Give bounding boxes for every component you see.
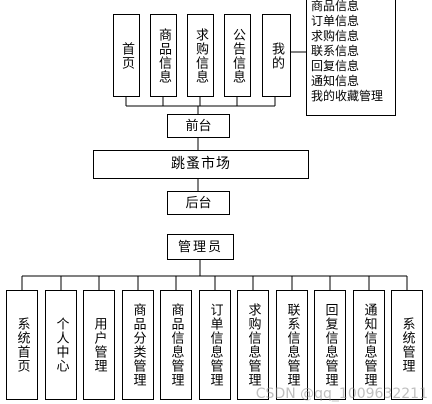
mine-item: 求购信息	[311, 29, 360, 43]
mine-item: 商品信息	[311, 0, 360, 13]
watermark: CSDN @qq_1009632211	[255, 386, 428, 402]
node-user-management: 用户管理	[83, 290, 115, 400]
node-frontend: 前台	[167, 114, 230, 138]
node-notice-management: 通知信息管理	[353, 290, 385, 400]
mine-item: 订单信息	[311, 14, 360, 28]
mine-item: 我的收藏管理	[311, 89, 384, 103]
node-mine: 我的	[262, 14, 291, 97]
node-system: 跳蚤市场	[93, 150, 309, 179]
node-contact-management: 联系信息管理	[276, 290, 308, 400]
mine-item: 通知信息	[311, 74, 360, 88]
node-category-management: 商品分类管理	[122, 290, 154, 400]
node-backend: 后台	[167, 191, 230, 215]
node-mine-items: 商品信息 订单信息 求购信息 联系信息 回复信息 通知信息 我的收藏管理	[306, 0, 396, 116]
node-reply-management: 回复信息管理	[314, 290, 346, 400]
mine-item: 回复信息	[311, 59, 360, 73]
mine-item: 联系信息	[311, 44, 360, 58]
node-announcement-info: 公告信息	[224, 14, 251, 97]
node-personal-center: 个人中心	[45, 290, 77, 400]
node-home: 首页	[113, 14, 140, 97]
node-request-info: 求购信息	[187, 14, 214, 97]
node-admin-home: 系统首页	[6, 290, 38, 400]
node-system-management: 系统管理	[391, 290, 423, 400]
node-product-management: 商品信息管理	[160, 290, 192, 400]
node-request-management: 求购信息管理	[237, 290, 269, 400]
node-admin: 管理员	[167, 234, 234, 260]
node-order-management: 订单信息管理	[199, 290, 231, 400]
node-product-info: 商品信息	[150, 14, 177, 97]
